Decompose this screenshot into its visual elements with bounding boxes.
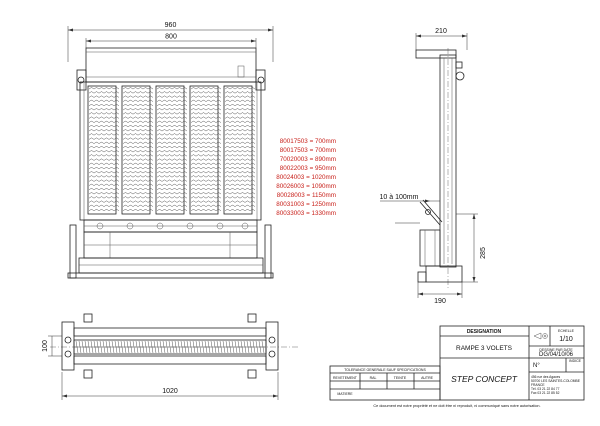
address-line: Fax 03 21 22 85 52 [531,391,560,395]
dim-plan-height: 100 [42,335,62,357]
tolerance-label: TOLERANCE GENERALE SAUF SPECIFICATIONS [344,368,426,372]
number-label: N° [533,363,540,369]
designation-value: RAMPE 3 VOLETS [456,345,513,352]
index-label: INDICE [569,359,582,363]
plan-grating [75,340,265,354]
reference-item: 80017503 = 700mm [280,138,336,145]
dim-side-base: 190 [417,282,463,305]
dim-side-range-text: 10 à 100mm [380,194,419,201]
designation-label: DESIGNATION [467,329,502,335]
dim-plan-width-text: 1020 [162,388,178,395]
address-line: FRANCE [531,383,545,387]
dim-front-inner-text: 800 [165,34,177,41]
reference-item: 80017503 = 700mm [280,147,336,154]
ral-label: RAL [370,376,377,380]
scale-label: ECHELLE [558,329,575,333]
reference-item: 80026003 = 1090mm [276,183,336,190]
dim-plan-width: 1020 [61,372,279,400]
reference-item: 80024003 = 1020mm [276,174,336,181]
revetement-label: REVETEMENT [333,376,358,380]
plan-view: 100 1020 [42,313,300,400]
drawn-label: DESSINE PAR DATE [539,348,573,352]
front-view: 960 800 [67,22,274,279]
dim-side-depth: 210 [415,28,468,50]
reference-item: 80022003 = 950mm [280,165,336,172]
reference-item: 80028003 = 1150mm [277,192,336,199]
drawn-value: DG/04/10/06 [539,352,574,358]
scale-value: 1/10 [559,336,573,343]
dim-side-height: 285 [456,213,487,283]
teinte-label: TEINTE [394,376,407,380]
dim-side-depth-text: 210 [435,28,447,35]
autre-label: AUTRE [421,376,434,380]
side-view: 210 10 à 100mm 285 [380,28,487,305]
company-name: STEP CONCEPT [451,374,518,384]
dim-front-width-text: 960 [165,22,177,29]
dim-plan-height-text: 100 [42,340,49,352]
dim-front-width: 960 [67,22,274,62]
projection-symbol-icon [533,332,548,340]
dim-side-height-text: 285 [480,247,487,259]
dim-side-base-text: 190 [434,298,446,305]
address-line: 50700 LES SAINTES-COLOMBE [531,379,581,383]
ramp-grating-panels [87,85,256,215]
reference-item: 70020003 = 890mm [280,156,336,163]
address-line: 456 rue des Agaces [531,375,560,379]
title-block: DESIGNATION RAMPE 3 VOLETS ECHELLE 1/10 … [329,325,585,408]
matiere-label: MATIERE [337,392,353,396]
dim-front-inner: 800 [85,34,257,48]
dim-side-range: 10 à 100mm [380,194,440,224]
reference-list: 80017503 = 700mm 80017503 = 700mm 700200… [276,138,336,217]
reference-item: 80031003 = 1250mm [276,201,336,208]
address-line: Tél. 03 21 22 84 77 [531,387,560,391]
copyright-notice: Ce document est notre propriété et ne do… [373,404,540,408]
reference-item: 80033003 = 1330mm [276,210,336,217]
